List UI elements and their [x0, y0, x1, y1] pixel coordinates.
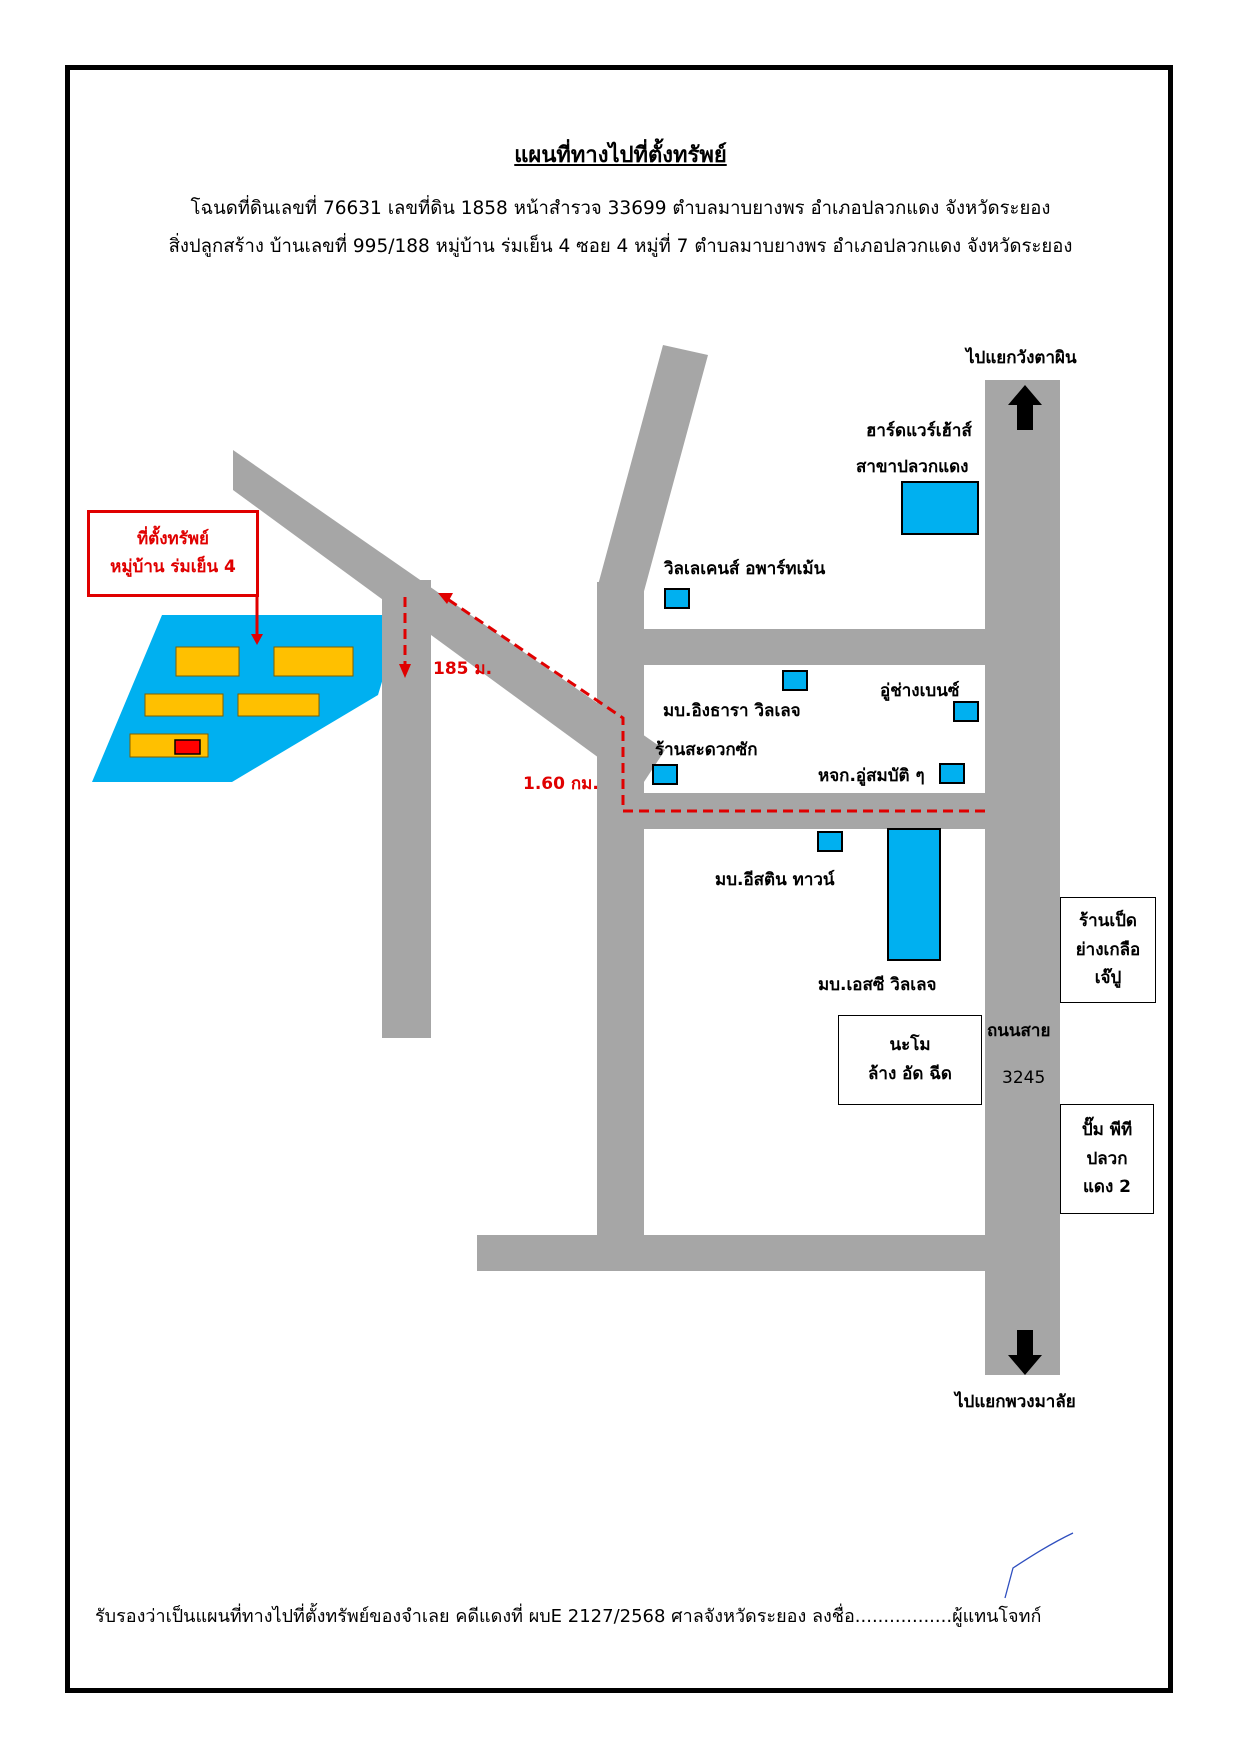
property-location-label: ที่ตั้งทรัพย์	[136, 529, 210, 550]
box-namo-carwash: นะโม ล้าง อัด ฉีด	[838, 1015, 982, 1105]
building-benz	[953, 701, 979, 722]
distance-long: 1.60 กม.	[523, 774, 599, 794]
box-namo-line1: นะโม	[889, 1035, 931, 1056]
location-pointer-arrow-icon	[251, 634, 263, 645]
label-eastini: มบ.อีสติน ทาวน์	[715, 870, 835, 890]
box-pt-line2: ปลวก	[1086, 1148, 1128, 1169]
highway-3245	[985, 380, 1060, 1375]
building-info: สิ่งปลูกสร้าง บ้านเลขที่ 995/188 หมู่บ้า…	[168, 236, 1073, 257]
route-arrow-icon	[438, 593, 453, 604]
direction-south: ไปแยกพวงมาลัย	[955, 1392, 1076, 1412]
upper-road	[598, 345, 708, 595]
building-oosombat	[939, 763, 965, 784]
main-cross-road	[597, 582, 644, 1262]
road-h1	[644, 629, 985, 665]
label-benz: อู่ช่างเบนซ์	[880, 681, 960, 701]
diagonal-road	[233, 450, 665, 788]
label-hardware-l1: ฮาร์ดแวร์เฮ้าส์	[866, 421, 972, 441]
house	[237, 693, 320, 717]
route-arrow-down-icon	[399, 664, 411, 678]
road-h3	[477, 1235, 985, 1271]
label-convenience: ร้านสะดวกซัก	[655, 740, 758, 760]
building-convenience	[652, 764, 678, 785]
certification-footer: รับรองว่าเป็นแผนที่ทางไปที่ตั้งทรัพย์ของ…	[95, 1606, 1042, 1627]
box-duck-line1: ร้านเป็ด	[1079, 910, 1137, 931]
map-title: แผนที่ทางไปที่ตั้งทรัพย์	[514, 143, 727, 168]
building-hardware-house	[901, 481, 979, 535]
box-namo-line2: ล้าง อัด ฉีด	[868, 1064, 952, 1084]
label-ingthara: มบ.อิงธารา วิลเลจ	[663, 701, 801, 721]
deed-info: โฉนดที่ดินเลขที่ 76631 เลขที่ดิน 1858 หน…	[190, 198, 1051, 219]
property-village-label: หมู่บ้าน ร่มเย็น 4	[110, 556, 236, 577]
distance-short: 185 ม.	[433, 659, 493, 679]
label-oosombat: หจก.อู่สมบัติ ๆ	[818, 766, 925, 786]
route-line	[442, 594, 985, 813]
box-pt-station: ปั๊ม พีที ปลวก แดง 2	[1060, 1104, 1154, 1214]
property-location-box: ที่ตั้งทรัพย์ หมู่บ้าน ร่มเย็น 4	[87, 510, 259, 597]
label-villa-lakes: วิลเลเคนส์ อพาร์ทเม้น	[664, 559, 826, 579]
building-eastini	[817, 831, 843, 852]
signature-stroke	[1004, 1532, 1074, 1599]
target-house	[174, 739, 201, 755]
box-duck-line3: เจ๊ปู	[1094, 968, 1122, 989]
arrow-up-icon	[1008, 385, 1042, 430]
house	[144, 693, 224, 717]
box-duck-restaurant: ร้านเป็ด ย่างเกลือ เจ๊ปู	[1060, 897, 1156, 1003]
box-pt-line1: ปั๊ม พีที	[1081, 1119, 1133, 1140]
building-sc-village	[887, 828, 941, 961]
house	[175, 646, 240, 677]
road-name: ถนนสาย	[987, 1021, 1051, 1041]
page-frame	[65, 65, 1173, 1693]
arrow-down-icon	[1008, 1330, 1042, 1375]
house	[273, 646, 354, 677]
building-villa-lakes	[664, 588, 690, 609]
box-duck-line2: ย่างเกลือ	[1075, 939, 1141, 960]
label-hardware-l2: สาขาปลวกแดง	[856, 457, 969, 477]
label-sc-village: มบ.เอสซี วิลเลจ	[818, 975, 937, 995]
direction-north: ไปแยกวังตาผิน	[966, 348, 1077, 368]
soi-road	[382, 580, 431, 1038]
road-number: 3245	[1002, 1068, 1046, 1088]
building-ingthara	[782, 670, 808, 691]
box-pt-line3: แดง 2	[1082, 1177, 1132, 1198]
